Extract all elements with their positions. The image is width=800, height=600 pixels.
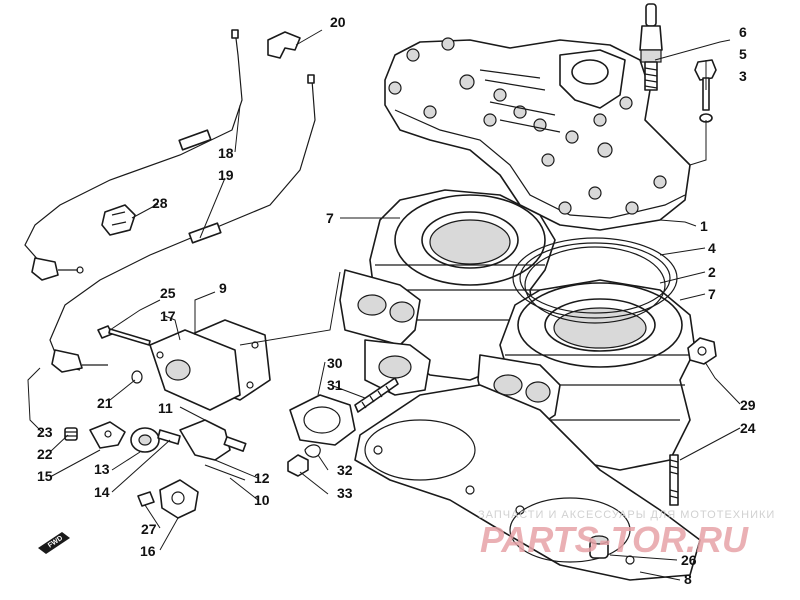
callout-26: 26 bbox=[681, 552, 697, 568]
gasket-screw bbox=[137, 491, 155, 507]
callout-25: 25 bbox=[160, 285, 176, 301]
oil-pump-body bbox=[149, 329, 241, 411]
callout-24: 24 bbox=[740, 420, 756, 436]
callout-7-lower: 7 bbox=[708, 286, 716, 302]
cable-bracket bbox=[267, 31, 301, 59]
watermark-logo: PARTS-TOR.RU bbox=[480, 519, 749, 560]
callout-8: 8 bbox=[684, 571, 692, 587]
cylinder-head bbox=[384, 37, 691, 231]
pump-bolt bbox=[97, 325, 151, 346]
spring-washer bbox=[304, 444, 321, 458]
callout-29: 29 bbox=[740, 397, 756, 413]
callout-30: 30 bbox=[327, 355, 343, 371]
callout-7-upper: 7 bbox=[326, 210, 334, 226]
head-bolt bbox=[694, 59, 717, 123]
callout-1: 1 bbox=[700, 218, 708, 234]
leader-lines bbox=[27, 29, 741, 581]
callout-17: 17 bbox=[160, 308, 176, 324]
o-ring bbox=[131, 370, 143, 384]
callout-10: 10 bbox=[254, 492, 270, 508]
callout-16: 16 bbox=[140, 543, 156, 559]
watermark: ЗАПЧАСТИ И АКСЕССУАРЫ ДЛЯ МОТОТЕХНИКИ PA… bbox=[478, 509, 775, 560]
callout-19: 19 bbox=[218, 167, 234, 183]
cylinder-lower bbox=[499, 279, 696, 471]
forward-arrow-icon: FWD bbox=[38, 532, 70, 554]
linkage-rod bbox=[204, 464, 246, 481]
pump-gear bbox=[130, 427, 160, 453]
callout-12: 12 bbox=[254, 470, 270, 486]
callout-33: 33 bbox=[337, 485, 353, 501]
base-gasket bbox=[354, 384, 701, 581]
callout-labels: 1 2 3 4 5 6 7 7 8 9 10 11 12 13 14 15 16… bbox=[37, 14, 756, 587]
dowel-pin bbox=[589, 535, 609, 559]
callout-13: 13 bbox=[94, 461, 110, 477]
intake-flange-upper bbox=[364, 339, 431, 396]
callout-9: 9 bbox=[219, 280, 227, 296]
callout-6: 6 bbox=[739, 24, 747, 40]
exhaust-flange-upper bbox=[339, 269, 421, 346]
callout-3: 3 bbox=[739, 68, 747, 84]
cable-clip bbox=[101, 204, 136, 236]
exhaust-gasket bbox=[289, 394, 356, 446]
lever-arm bbox=[89, 421, 126, 449]
pump-gasket bbox=[159, 479, 199, 519]
callout-21: 21 bbox=[97, 395, 113, 411]
drive-gear-assembly bbox=[179, 419, 247, 461]
callout-18: 18 bbox=[218, 145, 234, 161]
callout-2: 2 bbox=[708, 264, 716, 280]
watermark-text: ЗАПЧАСТИ И АКСЕССУАРЫ ДЛЯ МОТОТЕХНИКИ bbox=[478, 509, 775, 521]
pump-shaft bbox=[157, 429, 181, 445]
spark-plug bbox=[639, 3, 663, 91]
callout-14: 14 bbox=[94, 484, 110, 500]
callout-15: 15 bbox=[37, 468, 53, 484]
exhaust-stud bbox=[354, 377, 399, 413]
callout-28: 28 bbox=[152, 195, 168, 211]
exhaust-nut bbox=[287, 454, 309, 477]
control-cable-19 bbox=[49, 74, 316, 373]
set-screw bbox=[64, 427, 78, 441]
callout-20: 20 bbox=[330, 14, 346, 30]
callout-31: 31 bbox=[327, 377, 343, 393]
cylinder-stud bbox=[669, 454, 679, 506]
callout-27: 27 bbox=[141, 521, 157, 537]
callout-4: 4 bbox=[708, 240, 716, 256]
callout-11: 11 bbox=[158, 400, 173, 416]
callout-5: 5 bbox=[739, 46, 747, 62]
head-gasket-rings bbox=[512, 237, 678, 324]
callout-23: 23 bbox=[37, 424, 53, 440]
callout-22: 22 bbox=[37, 446, 53, 462]
control-cable-18 bbox=[24, 29, 243, 281]
callout-32: 32 bbox=[337, 462, 353, 478]
flange-nut bbox=[687, 337, 717, 365]
